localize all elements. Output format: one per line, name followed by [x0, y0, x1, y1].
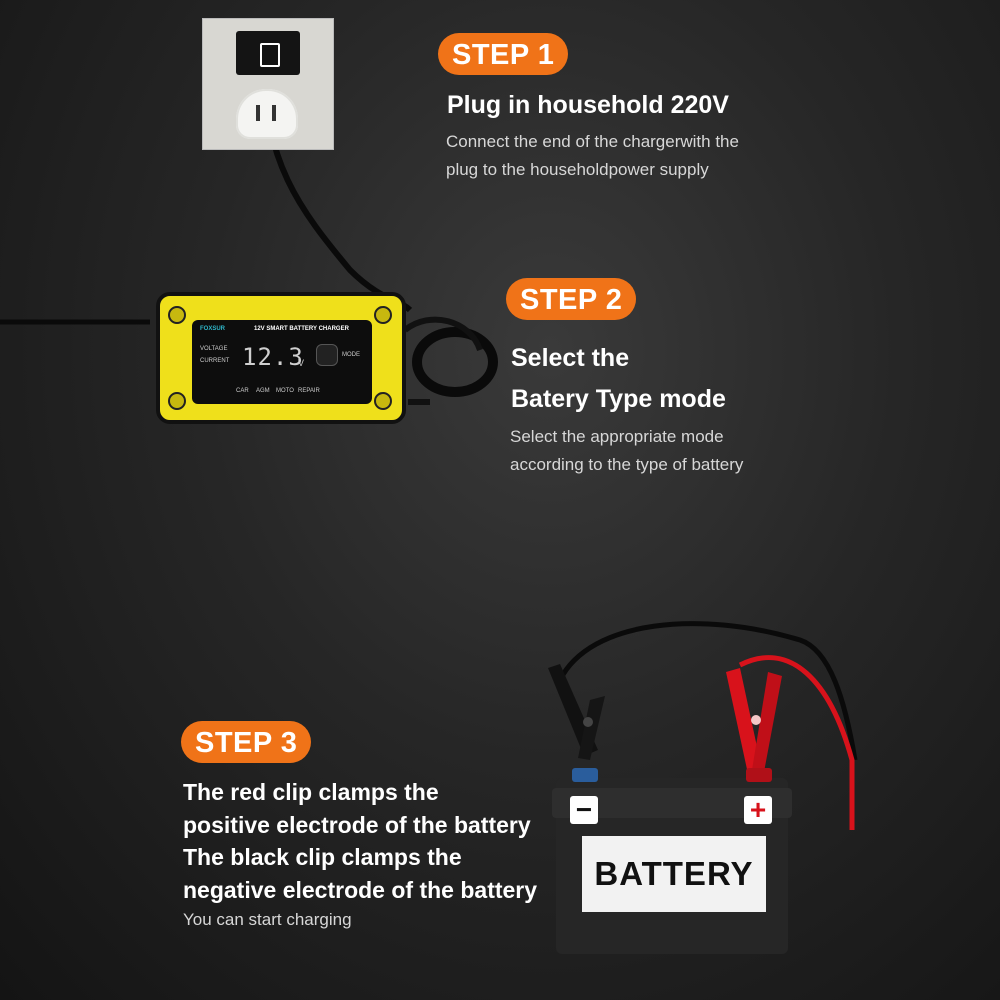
step-2-title-line: Batery Type mode — [511, 385, 726, 413]
step-1-badge: STEP 1 — [438, 33, 569, 75]
mode-repair: REPAIR — [298, 388, 320, 394]
black-clip — [548, 664, 605, 760]
step-1-description: Connect the end of the chargerwith the p… — [446, 128, 739, 184]
clip-cable-arc — [557, 621, 858, 761]
charger-brand: FOXSUR — [200, 326, 226, 332]
screw — [168, 392, 186, 410]
step-2-description: Select the appropriate mode according to… — [510, 423, 743, 479]
mode-agm: AGM — [256, 388, 270, 394]
mode-moto: MOTO — [276, 388, 294, 394]
step-3-description: You can start charging — [183, 910, 352, 929]
mode-label: MODE — [342, 352, 360, 358]
step-3-title-line: positive electrode of the battery — [183, 811, 531, 838]
step-3-title-line: negative electrode of the battery — [183, 876, 538, 903]
step-2-description-line: Select the appropriate mode — [510, 427, 724, 446]
mode-car: CAR — [236, 388, 249, 394]
battery-label: BATTERY — [582, 836, 766, 912]
current-label: CURRENT — [200, 358, 230, 364]
step-3-title-line: The red clip clamps the — [183, 779, 439, 805]
negative-sign: − — [570, 796, 598, 824]
mode-indicators: CAR AGM MOTO REPAIR — [236, 380, 336, 396]
red-clip — [726, 668, 782, 774]
charger-model-label: 12V SMART BATTERY CHARGER — [254, 326, 349, 332]
step-1-description-line: Connect the end of the chargerwith the — [446, 132, 739, 151]
step-2-badge: STEP 2 — [506, 278, 637, 320]
step-3-title: The red clip clamps the positive electro… — [183, 776, 537, 906]
cable-coil — [412, 327, 498, 397]
voltage-label: VOLTAGE — [200, 346, 228, 352]
charger-lcd-unit: V — [298, 358, 305, 368]
battery-charger: FOXSUR 12V SMART BATTERY CHARGER VOLTAGE… — [156, 292, 406, 424]
car-battery: − + BATTERY — [552, 768, 792, 954]
positive-terminal — [746, 768, 772, 782]
screw — [168, 306, 186, 324]
step-2-title: Select the Batery Type mode — [511, 338, 726, 420]
step-2-description-line: according to the type of battery — [510, 455, 744, 474]
charger-lcd-value: 12.3 — [242, 343, 304, 371]
step-1-description-line: plug to the householdpower supply — [446, 160, 709, 179]
screw — [374, 306, 392, 324]
mode-button[interactable] — [316, 344, 338, 366]
outlet-socket-plugged — [236, 31, 300, 75]
step-3-badge: STEP 3 — [181, 721, 312, 763]
step-1-title: Plug in household 220V — [447, 91, 729, 119]
negative-terminal — [572, 768, 598, 782]
screw — [374, 392, 392, 410]
positive-sign: + — [744, 796, 772, 824]
charger-display-panel: FOXSUR 12V SMART BATTERY CHARGER VOLTAGE… — [192, 320, 372, 404]
step-3-title-line: The black clip clamps the — [183, 844, 462, 870]
step-2-title-line: Select the — [511, 344, 630, 372]
outlet-socket-empty — [236, 89, 298, 139]
red-cable — [738, 655, 855, 830]
wall-outlet — [202, 18, 334, 150]
